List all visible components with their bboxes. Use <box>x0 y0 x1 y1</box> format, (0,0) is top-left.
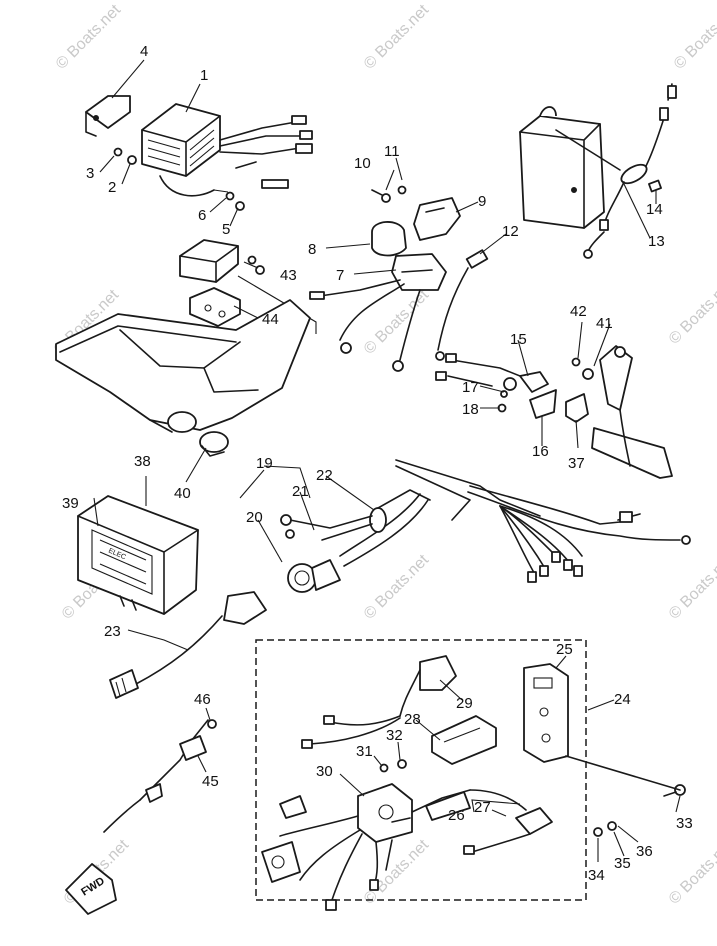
forward-arrow: FWD <box>65 863 117 915</box>
lanyard-cable <box>103 719 217 833</box>
part-label-5: 5 <box>222 221 230 238</box>
fasteners-33-36 <box>565 755 686 837</box>
part-label-46: 46 <box>194 691 211 708</box>
part-label-44: 44 <box>262 311 279 328</box>
watermark-9: © Boats.net <box>666 551 717 623</box>
part-label-3: 3 <box>86 165 94 182</box>
part-label-29: 29 <box>456 695 473 712</box>
part-label-30: 30 <box>316 763 333 780</box>
part-label-25: 25 <box>556 641 573 658</box>
extension-cable-23 <box>109 591 267 699</box>
watermark-2: © Boats.net <box>361 1 433 73</box>
part-label-39: 39 <box>62 495 79 512</box>
watermark-5: © Boats.net <box>361 286 433 358</box>
part-label-19: 19 <box>256 455 273 472</box>
leader-lines <box>93 59 681 862</box>
part-label-28: 28 <box>404 711 421 728</box>
part-label-6: 6 <box>198 207 206 224</box>
dashed-boundary <box>255 639 587 901</box>
part-label-38: 38 <box>134 453 151 470</box>
part-label-37: 37 <box>568 455 585 472</box>
ignition-coil-assembly <box>309 185 461 372</box>
part-label-45: 45 <box>202 773 219 790</box>
part-label-20: 20 <box>246 509 263 526</box>
watermark-11: © Boats.net <box>361 836 433 908</box>
part-label-34: 34 <box>588 867 605 884</box>
watermark-6: © Boats.net <box>666 276 717 348</box>
watermark-3: © Boats.net <box>671 1 717 73</box>
part-label-41: 41 <box>596 315 613 332</box>
part-label-26: 26 <box>448 807 465 824</box>
lead-wire-12 <box>435 249 489 361</box>
part-label-36: 36 <box>636 843 653 860</box>
part-label-1: 1 <box>200 67 208 84</box>
part-label-13: 13 <box>648 233 665 250</box>
watermark-8: © Boats.net <box>361 551 433 623</box>
part-label-21: 21 <box>292 483 309 500</box>
part-label-18: 18 <box>462 401 479 418</box>
part-label-33: 33 <box>676 815 693 832</box>
rectifier-regulator-assembly <box>85 95 313 211</box>
part-label-11: 11 <box>384 143 400 160</box>
mount-bracket <box>55 299 311 457</box>
part-label-24: 24 <box>614 691 631 708</box>
part-label-16: 16 <box>532 443 549 460</box>
part-label-14: 14 <box>646 201 663 218</box>
bracket-assembly <box>179 239 317 349</box>
watermark-12: © Boats.net <box>666 836 717 908</box>
part-label-17: 17 <box>462 379 479 396</box>
part-label-22: 22 <box>316 467 333 484</box>
part-label-10: 10 <box>354 155 371 172</box>
battery-box-assembly <box>519 83 677 259</box>
switch-parts <box>435 345 673 479</box>
part-label-35: 35 <box>614 855 631 872</box>
part-label-31: 31 <box>356 743 373 760</box>
part-label-2: 2 <box>108 179 116 196</box>
part-label-7: 7 <box>336 267 344 284</box>
part-label-8: 8 <box>308 241 316 258</box>
part-label-27: 27 <box>474 799 491 816</box>
part-label-43: 43 <box>280 267 297 284</box>
remote-control-box <box>255 639 587 911</box>
part-label-4: 4 <box>140 43 148 60</box>
watermark-1: © Boats.net <box>53 1 125 73</box>
wiring-harness <box>280 459 691 593</box>
part-label-9: 9 <box>478 193 486 210</box>
part-label-23: 23 <box>104 623 121 640</box>
part-label-40: 40 <box>174 485 191 502</box>
part-label-32: 32 <box>386 727 403 744</box>
cdi-unit: ELEC <box>77 495 199 615</box>
part-label-15: 15 <box>510 331 527 348</box>
part-label-42: 42 <box>570 303 587 320</box>
part-label-12: 12 <box>502 223 519 240</box>
part-number-labels: 1 2 3 4 5 6 7 8 9 10 11 12 13 14 15 16 1… <box>62 43 693 884</box>
